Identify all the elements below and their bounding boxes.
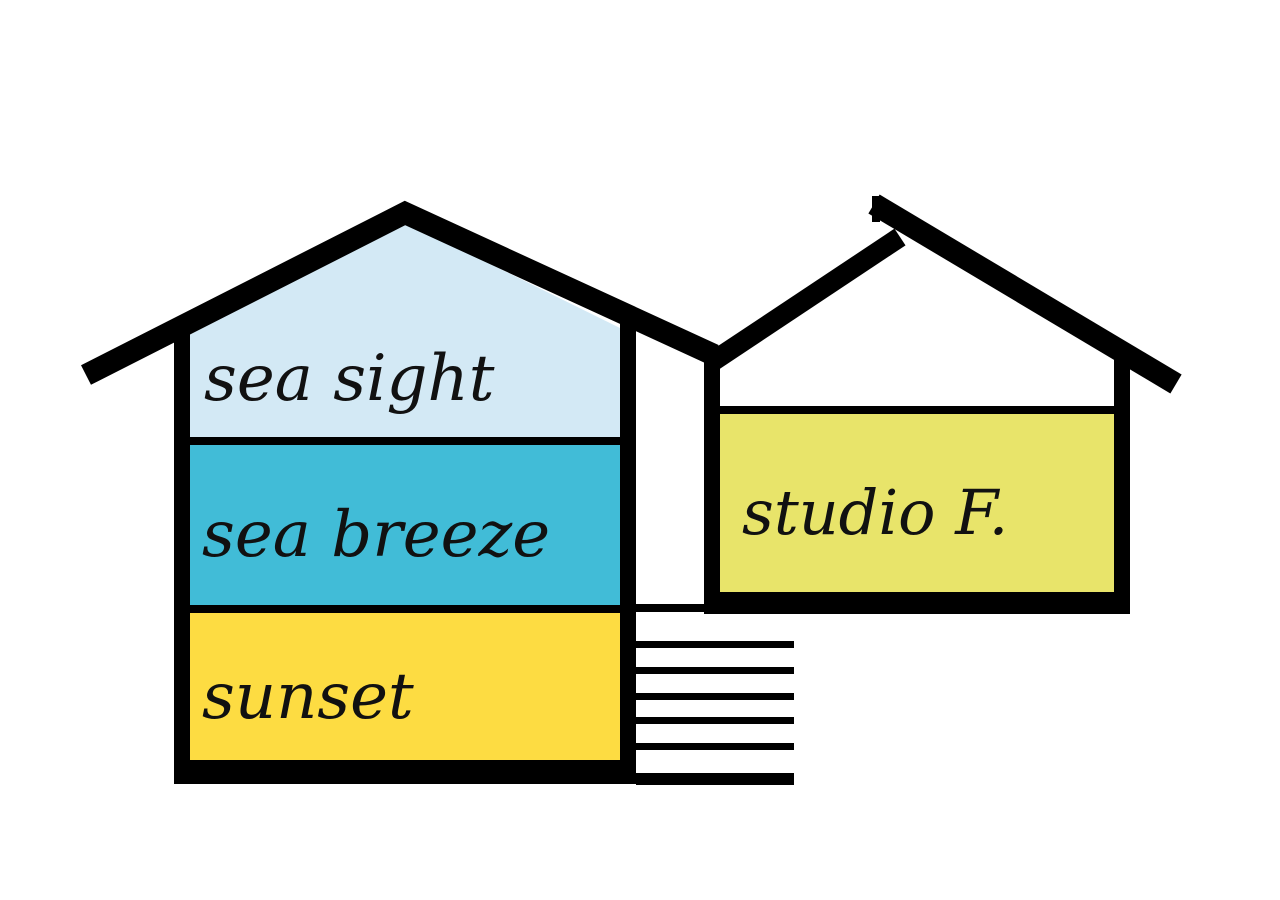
studio-left-wall xyxy=(704,360,720,614)
stair-step xyxy=(636,641,794,648)
stair-step xyxy=(636,717,794,724)
main-right-wall xyxy=(620,322,636,784)
stairs xyxy=(636,604,794,785)
main-base xyxy=(174,760,636,784)
floor-sunset-fill xyxy=(190,612,620,760)
studio-roof xyxy=(706,228,906,371)
label-sea-breeze: sea breeze xyxy=(202,498,550,572)
studio-fill xyxy=(720,414,1114,592)
stair-step xyxy=(636,667,794,674)
main-house: sea sight sea breeze sunset xyxy=(81,200,719,784)
studio-house: studio F. xyxy=(704,194,1182,614)
floor-divider-upper xyxy=(174,437,636,445)
main-left-wall xyxy=(174,322,190,784)
floor-divider-lower xyxy=(174,605,636,613)
floor-sea-breeze-fill xyxy=(190,444,620,606)
label-sunset: sunset xyxy=(202,660,414,734)
studio-roof-right xyxy=(868,194,1182,394)
studio-ceiling xyxy=(704,406,1130,414)
studio-right-wall xyxy=(1114,360,1130,614)
label-sea-sight: sea sight xyxy=(204,342,495,416)
stair-step xyxy=(636,743,794,750)
stair-step-bottom xyxy=(636,773,794,785)
studio-roof-cap xyxy=(872,196,880,222)
label-studio: studio F. xyxy=(742,476,1008,549)
stair-step xyxy=(636,693,794,700)
main-roof xyxy=(81,200,719,385)
studio-base xyxy=(704,592,1130,614)
